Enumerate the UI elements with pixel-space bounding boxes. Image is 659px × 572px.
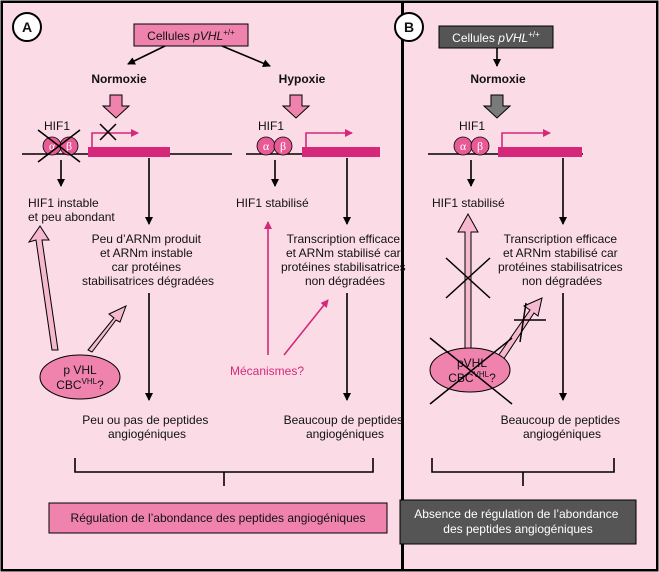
panel-a-header-text: Cellules pVHL+/+ xyxy=(147,28,235,43)
beta-right: β xyxy=(280,139,286,153)
beta-subunit-b xyxy=(470,136,490,156)
hif1-b-label: HIF1 xyxy=(459,119,485,133)
arnm-right-text: Transcription efficace et ARNm stabilisé… xyxy=(281,232,409,288)
bracket-a xyxy=(74,458,374,486)
panel-b-background xyxy=(404,3,656,569)
cross-b-up-b xyxy=(445,257,491,299)
pvhl-b-arrow-diagonal xyxy=(497,297,543,361)
panel-b-header-box xyxy=(438,25,554,49)
pvhl-ellipse-a xyxy=(39,354,121,400)
hif1-left-label: HIF1 xyxy=(44,119,70,133)
mechanism-arrow-diagonal xyxy=(283,299,329,356)
arrow-header-to-hypoxie xyxy=(221,45,271,67)
cross-hif1-left-b xyxy=(37,129,81,163)
alpha-b: α xyxy=(460,139,467,153)
peptides-b-text: Beaucoup de peptides angiogéniques xyxy=(501,413,624,441)
panel-a: A Cellules pVHL+/+ Normoxie Hypoxie HIF1… xyxy=(12,12,409,534)
panel-b-header-text: Cellules pVHL+/+ xyxy=(452,30,540,45)
peptides-right-text: Beaucoup de peptides angiogéniques xyxy=(284,413,407,441)
cross-b-diag-b xyxy=(519,302,527,343)
cbc-a: CBCVHL? xyxy=(56,377,104,392)
transcription-arrow-b xyxy=(501,129,551,147)
pvhl-arrow-to-hif1 xyxy=(27,225,59,351)
alpha-right: α xyxy=(263,139,270,153)
panel-b-letter-circle xyxy=(394,12,424,42)
beta-b: β xyxy=(477,139,483,153)
hypoxie-block-arrow xyxy=(281,94,311,119)
gene-bar-b xyxy=(498,147,582,157)
arrow-header-to-normoxie xyxy=(127,45,166,65)
panel-a-letter: A xyxy=(22,19,32,35)
normoxie-block-arrow xyxy=(101,94,131,119)
panel-a-header-box xyxy=(133,23,249,47)
panel-a-background xyxy=(3,3,401,569)
pvhl-a-line1: p VHL xyxy=(63,363,97,377)
pvhl-b-arrow-up xyxy=(457,212,479,353)
cross-transcription-b xyxy=(99,123,117,141)
normoxie-label: Normoxie xyxy=(91,72,147,86)
normoxie-b-block-arrow xyxy=(482,94,512,119)
absence-text: Absence de régulation de l’abondance des… xyxy=(414,507,622,536)
hif1-stabilise-text: HIF1 stabilisé xyxy=(236,196,309,210)
regulation-box xyxy=(48,502,388,534)
alpha-left: α xyxy=(49,139,56,153)
bracket-b xyxy=(431,458,615,486)
panel-b-letter: B xyxy=(404,19,414,35)
beta-left: β xyxy=(66,139,72,153)
transcription-arrow-left xyxy=(91,129,139,147)
hypoxie-label: Hypoxie xyxy=(279,72,326,86)
hif1-right-label: HIF1 xyxy=(258,119,284,133)
beta-subunit-right xyxy=(273,136,293,156)
arnm-left-text: Peu d’ARNm produit et ARNm instable car … xyxy=(82,232,214,288)
transcription-arrow-right xyxy=(305,129,353,147)
hif1-b-stabilise-text: HIF1 stabilisé xyxy=(432,196,505,210)
panel-b: B Cellules pVHL+/+ Normoxie HIF1 α β HIF… xyxy=(394,12,637,545)
gene-bar-left xyxy=(88,147,170,157)
regulation-text: Régulation de l’abondance des peptides a… xyxy=(71,511,366,525)
arnm-b-text: Transcription efficace et ARNm stabilisé… xyxy=(498,232,626,288)
absence-box xyxy=(399,499,637,545)
cross-b-pvhl-b xyxy=(429,337,513,405)
peptides-left-text: Peu ou pas de peptides angiogéniques xyxy=(82,413,211,441)
pvhl-arrow-to-arnm xyxy=(87,305,127,353)
mecanismes-label: Mécanismes? xyxy=(230,364,304,378)
gene-bar-right xyxy=(302,147,380,157)
normoxie-b-label: Normoxie xyxy=(470,72,526,86)
panel-a-letter-circle xyxy=(12,12,42,42)
